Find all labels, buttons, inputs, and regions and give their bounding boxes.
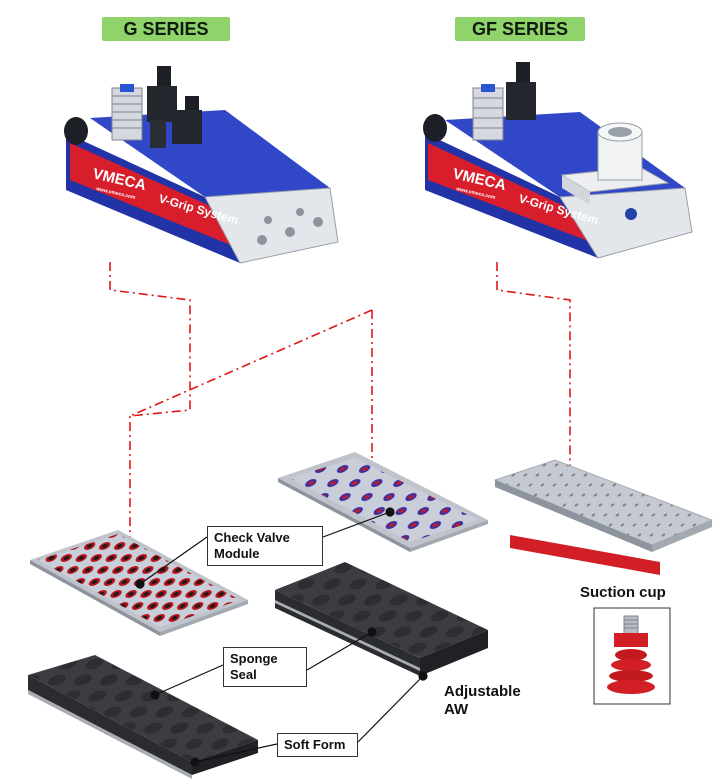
- soft-form-label: Soft Form: [284, 737, 346, 752]
- adjustable-foam: [275, 562, 488, 676]
- gf-to-suction-plate-line: [496, 262, 571, 495]
- suction-cup-label: Suction cup: [580, 584, 666, 601]
- sponge-seal-callout: Sponge Seal: [223, 647, 307, 687]
- sponge-seal-label: Sponge Seal: [230, 651, 278, 682]
- g-plate-cross-line: [129, 309, 373, 417]
- adjustable-aw-label: Adjustable AW: [444, 683, 521, 718]
- adjustable-plate: [278, 452, 488, 552]
- connector-lines: [109, 262, 571, 560]
- leader-lines: [135, 507, 428, 767]
- g-series-badge: G SERIES: [102, 17, 230, 41]
- gf-series-badge: GF SERIES: [455, 17, 585, 41]
- suction-cup-detail: [593, 607, 671, 705]
- check-valve-module-callout: Check Valve Module: [207, 526, 323, 566]
- check-valve-module-label: Check Valve Module: [214, 530, 290, 561]
- g-series-device: VMECA www.vmeca.com V-Grip System: [64, 66, 339, 264]
- soft-form-foam: [28, 655, 258, 779]
- g-to-check-valve-line: [109, 262, 191, 560]
- suction-cup-plate: [493, 459, 714, 575]
- gf-series-device: VMECA www.vmeca.com V-Grip System: [423, 62, 693, 259]
- soft-form-callout: Soft Form: [277, 733, 358, 757]
